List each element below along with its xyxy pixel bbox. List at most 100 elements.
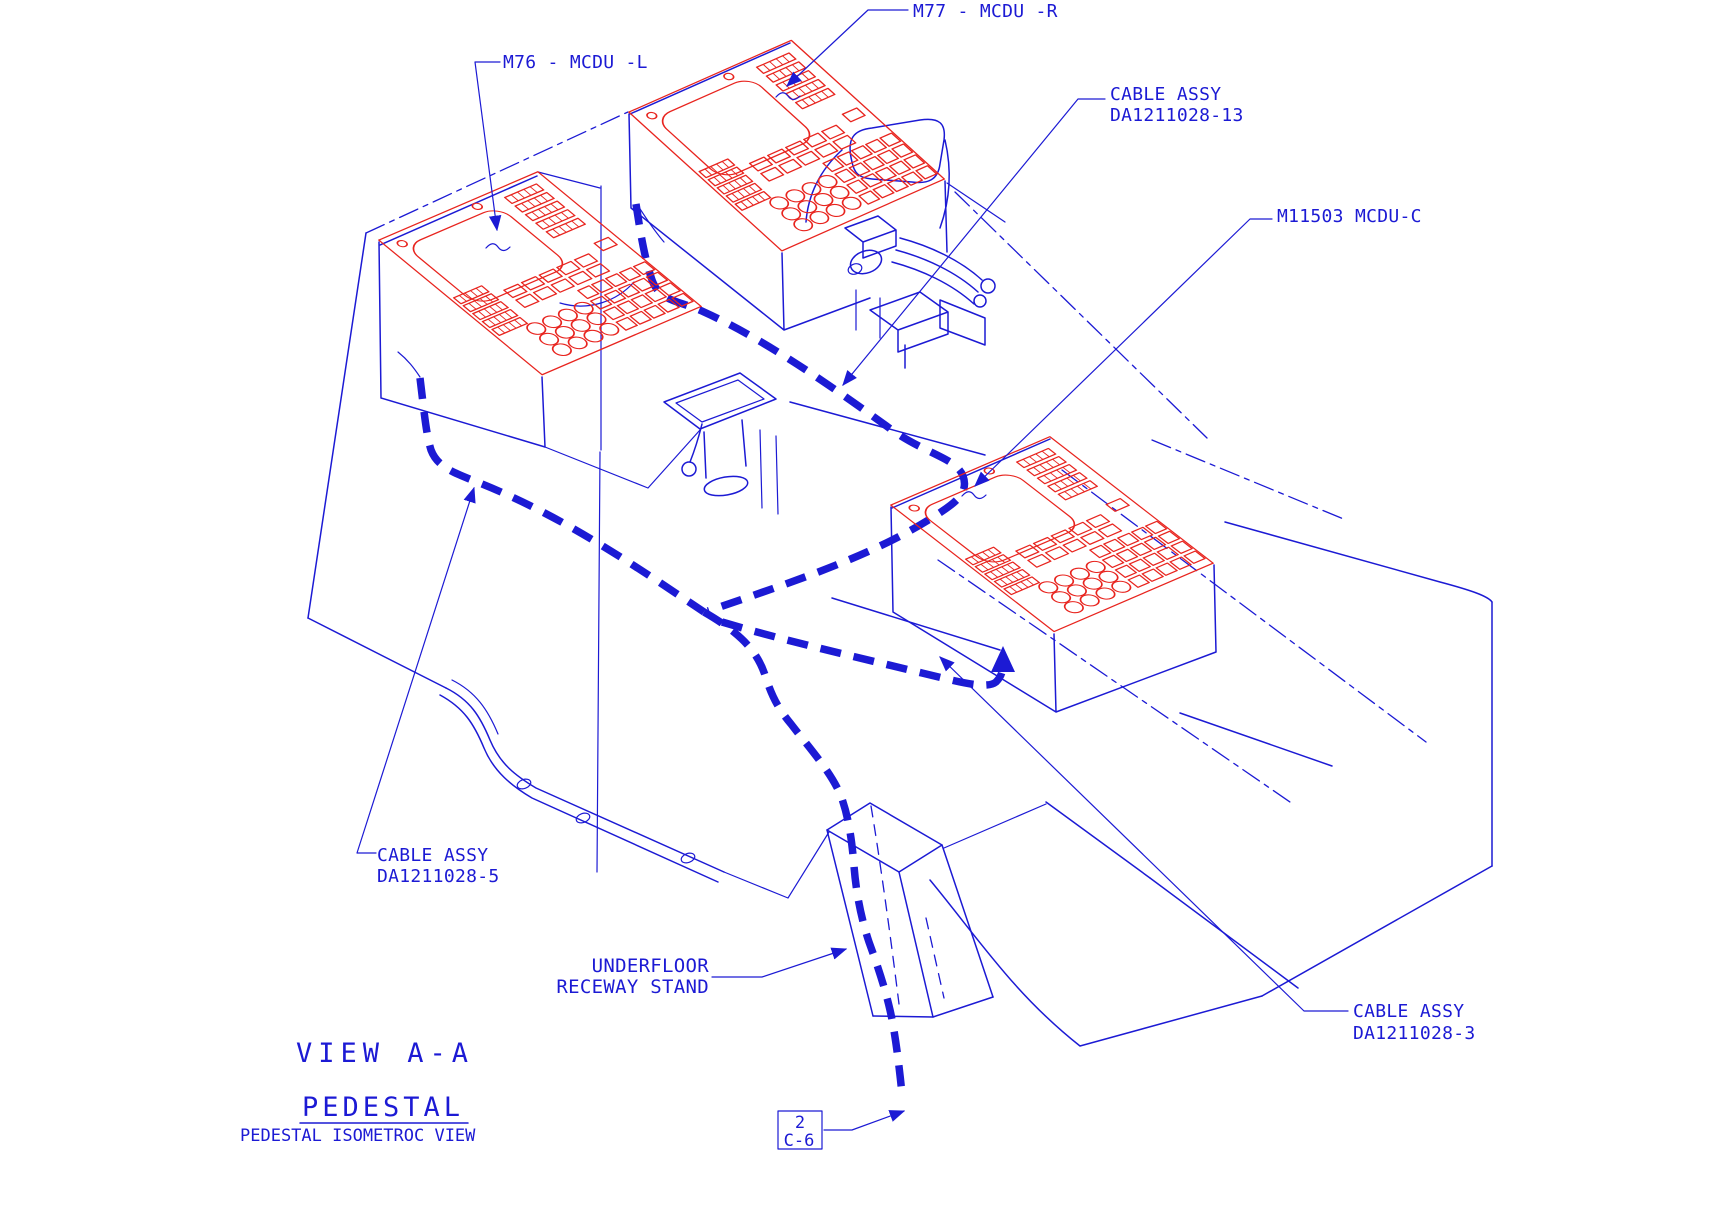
mcdu-part [1015,544,1040,559]
mcdu-part [520,276,546,291]
zone-ref-zone: C-6 [784,1131,815,1151]
mcdu-part [583,329,604,343]
mcdu-part [1142,552,1166,566]
mcdu-part [1062,538,1087,553]
mcdu-part [1053,475,1081,490]
mcdu-part [760,166,785,182]
mcdu-part [1115,548,1139,562]
mcdu-part [618,267,642,282]
mcdu-part [644,288,668,303]
mcdu-part [628,39,946,252]
mcdu-part [834,168,857,183]
mcdu-part [901,171,924,186]
mcdu-part [567,336,588,350]
callout-m76: M76 - MCDU -L [503,52,648,73]
mcdu-part [497,319,523,334]
mcdu-part [793,218,814,232]
mcdu-part [765,61,807,83]
mcdu-part [1050,529,1075,544]
mcdu-part [1003,576,1041,596]
mcdu-part [865,138,888,154]
callout-cable13-line1: CABLE ASSY [1110,84,1221,105]
mcdu-part [1089,544,1112,559]
underfloor-raceway-stand [723,802,994,1018]
mcdu-part [531,203,559,219]
mcdu-part [557,308,578,322]
mcdu-part [631,277,655,292]
mcdu-part [657,298,680,313]
mcdu-part [503,283,528,299]
mcdu-part [725,182,763,203]
mcdu-part [412,210,564,302]
mcdu-part [593,236,618,252]
mcdu-part [908,504,920,512]
mcdu-part [1009,579,1035,593]
mcdu-part [1082,577,1103,590]
mcdu-part [980,556,1006,571]
mcdu-part [1141,568,1164,582]
mcdu-part [1038,581,1059,594]
mcdu-part [698,158,736,179]
mcdu-part [825,203,846,217]
mcdu-part [458,288,484,302]
mcdu-part [1054,574,1075,587]
mcdu-part [604,273,628,288]
callout-cable5-line2: DA1211028-5 [377,866,500,887]
mcdu-part [568,270,593,286]
mcdu-part [552,220,580,236]
mcdu-part [645,271,669,286]
mcdu-part [503,183,545,205]
mcdu-part [836,151,859,166]
leader-zone-ref [823,1110,906,1131]
mcdu-part [487,311,513,326]
mcdu-part [803,132,828,148]
mcdu-part [814,142,839,158]
mcdu-part [772,64,800,80]
mcdu-part [471,202,484,210]
mcdu-part [791,82,820,98]
mcdu-part [617,283,641,298]
mcdu-part [716,174,754,195]
drawing-title: PEDESTAL [302,1092,464,1123]
mcdu-part [850,145,873,160]
mcdu-part [1095,587,1116,600]
mcdu-part [862,156,885,171]
mcdu-part [1105,498,1130,512]
mcdu-part [478,303,503,318]
mcdu-part [526,322,547,335]
mcdu-part [514,191,555,213]
mcdu-part [1068,521,1093,536]
mcdu-part [661,80,811,176]
mcdu-part [993,569,1031,588]
mcdu-part [468,295,494,310]
mcdu-part [769,196,790,210]
mcdu-part [1157,530,1181,544]
mcdu-part [891,143,914,158]
mcdu-part [1057,480,1099,501]
mcdu-part [1183,550,1206,564]
mcdu-part [481,309,519,329]
mcdu-part [1101,554,1125,568]
mcdu-part [1064,483,1092,498]
mcdu-part [532,285,558,301]
callouts: M77 - MCDU -R M76 - MCDU -L CABLE ASSY D… [377,1,1475,1044]
mcdu-part [964,546,1002,566]
mcdu-part [984,561,1021,581]
mcdu-part [599,322,620,336]
mcdu-part [801,182,822,196]
mcdu-part [1027,553,1052,568]
mcdu-part [872,184,895,199]
mcdu-part [535,209,576,230]
mcdu-part [1026,455,1067,477]
mcdu-part [832,134,857,150]
mcdu-part [874,166,897,182]
mcdu-part [846,179,869,194]
cable-routing [397,203,1015,1095]
mcdu-part [602,306,626,321]
cable-route-to-mcdu-c [720,618,1007,689]
mcdu-part [889,160,912,175]
mcdu-part [1022,450,1050,466]
mcdu-part [841,196,862,210]
mcdu-part [1144,520,1168,535]
mcdu-part [748,156,774,172]
